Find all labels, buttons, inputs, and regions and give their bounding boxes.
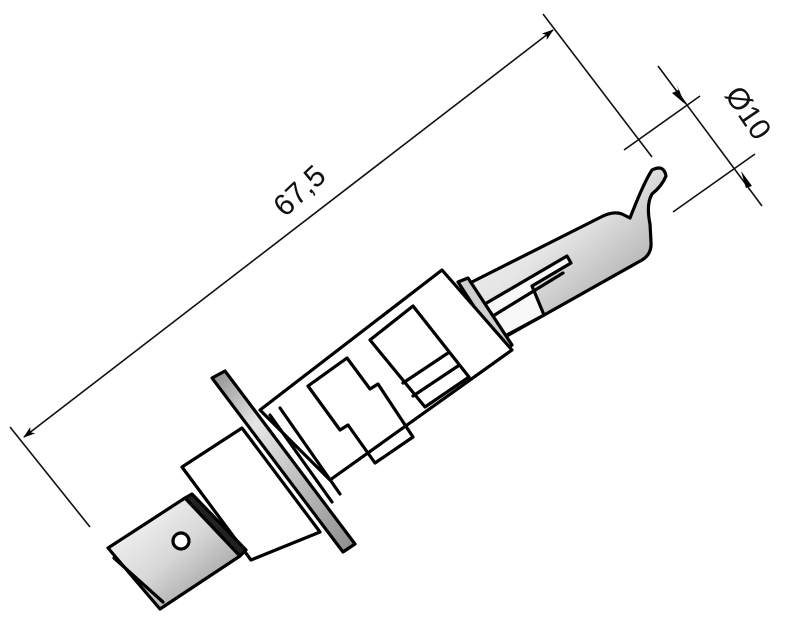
flange-plate	[210, 369, 357, 554]
length-extension-line-right	[542, 13, 653, 158]
base-collar	[180, 426, 322, 562]
diameter-extension-line-top	[623, 95, 701, 151]
length-extension-line-left	[9, 426, 91, 528]
base-collar-outline	[180, 426, 322, 562]
filament-shield-inner	[491, 271, 565, 318]
housing-notch-left	[306, 356, 415, 465]
bulb	[106, 166, 668, 611]
terminal-hole-icon	[171, 531, 191, 551]
housing-notch-right	[368, 304, 471, 409]
diameter-extension-line-bottom	[672, 153, 756, 213]
terminal-tab-shoulder	[183, 492, 248, 558]
terminal-tab-edge	[112, 556, 165, 604]
housing-outline	[258, 268, 514, 482]
diameter-arrow-top	[672, 90, 685, 104]
housing-ring-line-2	[278, 406, 342, 496]
mounting-flange	[210, 369, 357, 554]
housing-notch-right-stripe-1	[401, 351, 450, 385]
housing-notch-right-stripe-2	[411, 364, 460, 398]
length-label: 67,5	[267, 159, 332, 223]
terminal-tab	[106, 492, 248, 611]
diameter-label: Ø10	[718, 80, 777, 145]
length-dimension-arrow-line	[23, 29, 554, 438]
housing-body	[258, 268, 514, 504]
housing-ring-line-1	[268, 413, 334, 504]
diameter-arrow-bottom	[741, 171, 752, 188]
